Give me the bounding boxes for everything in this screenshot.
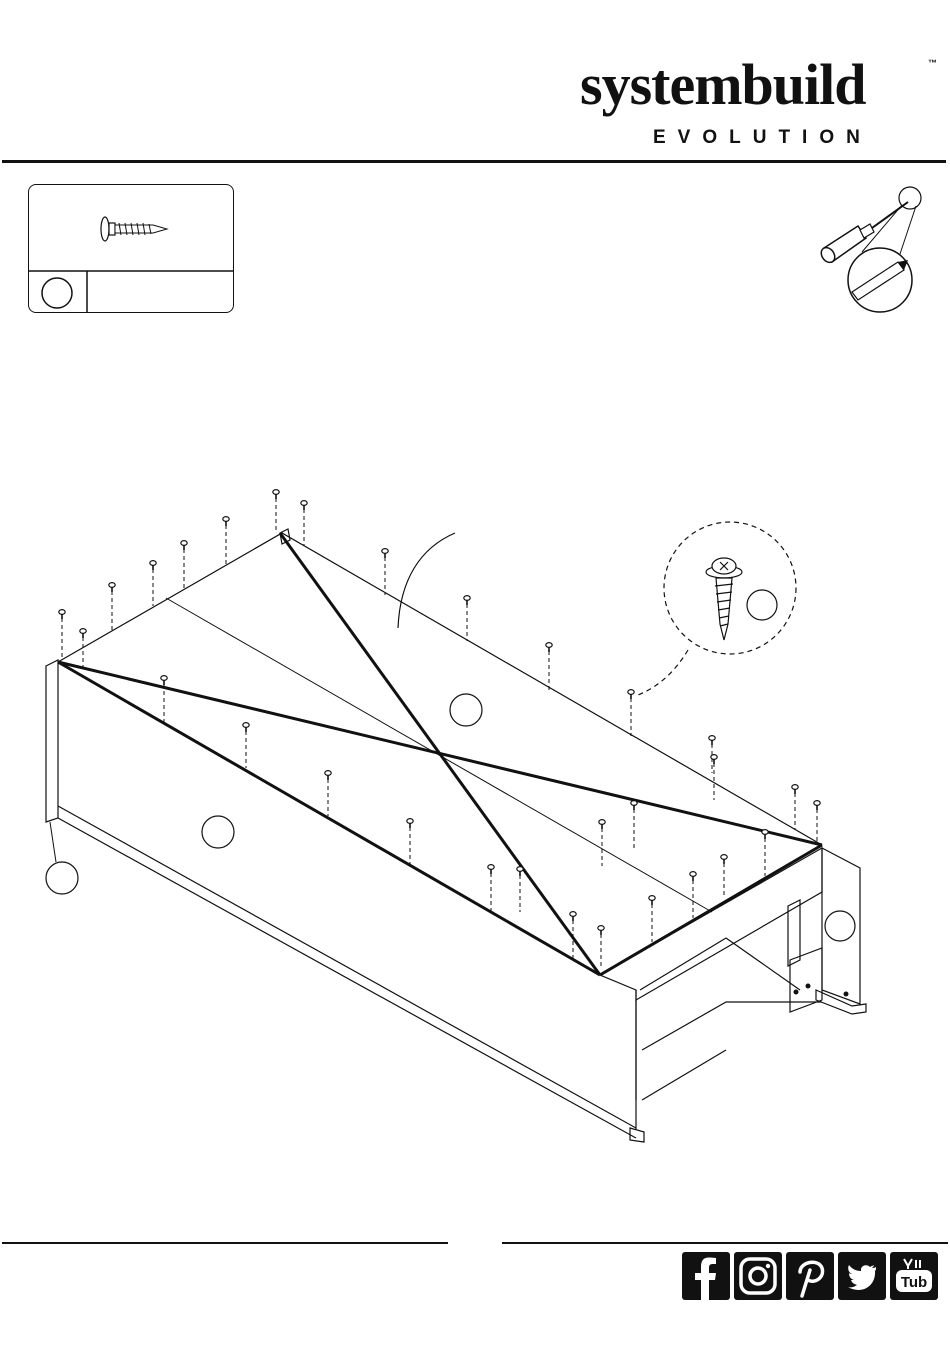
part-circle-top — [450, 694, 482, 726]
screw-head-icon — [150, 561, 156, 566]
screw-head-icon — [301, 501, 307, 506]
part-circle-left — [46, 862, 78, 894]
screw-head-icon — [59, 610, 65, 615]
side-bracket — [788, 900, 800, 966]
footer-rule-right — [502, 1242, 948, 1244]
screw-head-icon — [599, 820, 605, 825]
right-foot — [816, 990, 866, 1014]
screw-head-icon — [598, 926, 604, 931]
screw-head-icon — [243, 723, 249, 728]
screw-head-icon — [814, 801, 820, 806]
facebook-icon[interactable] — [682, 1252, 730, 1300]
screw-head-icon — [325, 771, 331, 776]
instagram-icon[interactable] — [734, 1252, 782, 1300]
part-circle-right — [825, 911, 855, 941]
reference-arc — [398, 533, 455, 628]
left-end-panel — [46, 660, 58, 822]
screw-head-icon — [762, 830, 768, 835]
screw-head-icon — [464, 596, 470, 601]
screw-head-icon — [649, 896, 655, 901]
screw-head-icon — [161, 676, 167, 681]
front-panel-bottom — [58, 818, 636, 1138]
screw-head-icon — [407, 819, 413, 824]
screw-head-icon — [546, 643, 552, 648]
pinterest-icon[interactable] — [786, 1252, 834, 1300]
brace-right — [600, 845, 822, 975]
screw-head-icon — [631, 801, 637, 806]
youtube-label: Tub — [901, 1274, 927, 1291]
screw-head-icon — [711, 755, 717, 760]
part-leader-left — [50, 822, 56, 862]
footer-rule-left — [2, 1242, 448, 1244]
youtube-icon[interactable]: Tub — [890, 1252, 938, 1300]
bottom-rail — [642, 1050, 726, 1100]
screw-detail-icon — [706, 558, 742, 640]
inner-rail-1 — [640, 938, 726, 990]
part-circle-front — [202, 816, 234, 848]
screw-head-icon — [628, 690, 634, 695]
front-foot — [630, 1128, 644, 1142]
lower-rail — [642, 1002, 822, 1050]
detail-callout-leader — [638, 650, 688, 695]
screw-head-icon — [709, 736, 715, 741]
screw-head-icon — [792, 785, 798, 790]
screw-head-icon — [690, 872, 696, 877]
screw-head-icon — [570, 912, 576, 917]
screw-head-icon — [273, 490, 279, 495]
twitter-icon[interactable] — [838, 1252, 886, 1300]
diagonal-brace-2 — [280, 533, 600, 975]
screw-head-icon — [488, 865, 494, 870]
brace-front — [58, 662, 600, 975]
right-end-panel — [822, 848, 860, 1004]
screw-head-icon — [517, 867, 523, 872]
screw-head-icon — [223, 517, 229, 522]
screw-head-icon — [109, 583, 115, 588]
inner-rail-2 — [726, 938, 800, 990]
screw-head-icon — [721, 855, 727, 860]
front-panel-bottom-inner — [58, 806, 636, 1128]
screw-head-icon — [382, 549, 388, 554]
detail-part-circle — [747, 590, 777, 620]
screw-head-icon — [80, 629, 86, 634]
screw-head-icon — [181, 541, 187, 546]
right-top-rail — [600, 848, 822, 1000]
